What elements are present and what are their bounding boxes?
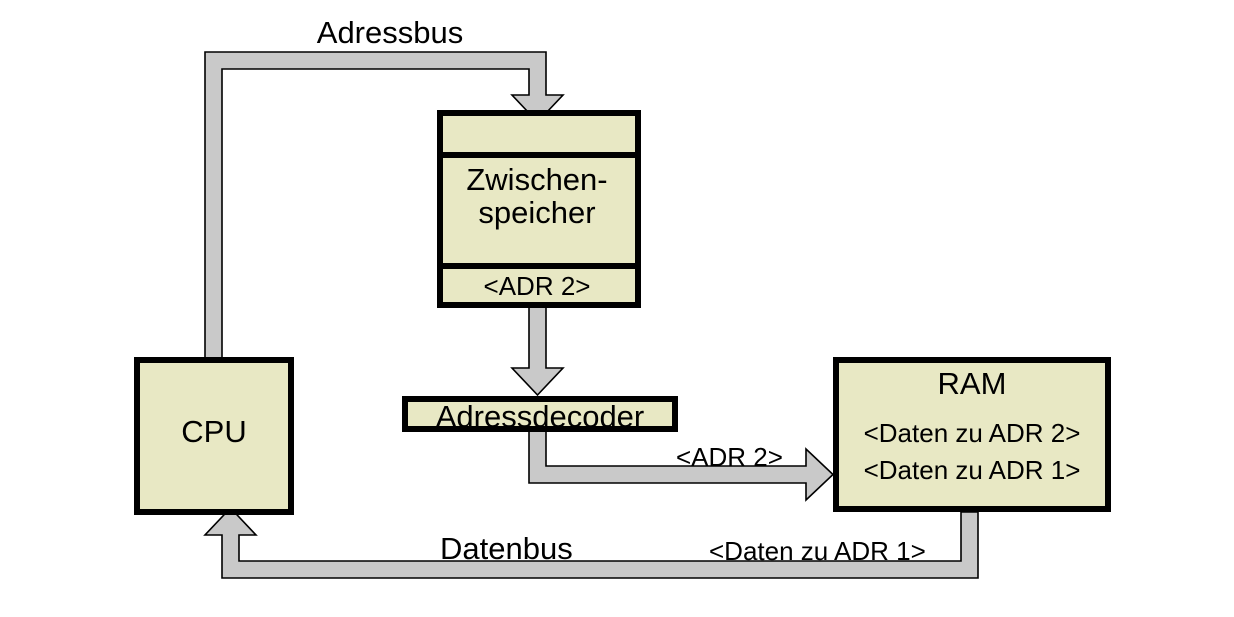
cpu-box[interactable] xyxy=(134,357,294,515)
ram-row-adr1-label: <Daten zu ADR 1> xyxy=(863,455,1081,485)
adressdecoder-box[interactable] xyxy=(402,396,678,432)
ram-title-label: RAM xyxy=(937,366,1007,401)
address-bus-path xyxy=(204,51,565,401)
address-bus-label: Adressbus xyxy=(316,15,464,50)
ram-row-adr2-label: <Daten zu ADR 2> xyxy=(863,418,1081,448)
data-bus-path xyxy=(203,506,979,579)
data-bus-label: Datenbus xyxy=(440,531,573,566)
ram-box[interactable] xyxy=(833,357,1111,512)
adressdecoder-to-ram-label: <ADR 2> xyxy=(676,442,783,472)
data-bus-annotation-label: <Daten zu ADR 1> xyxy=(709,536,926,566)
zwischenspeicher-address-label: <ADR 2> xyxy=(483,271,591,301)
zwischenspeicher-box[interactable] xyxy=(437,110,641,308)
adressdecoder-to-ram-arrow xyxy=(528,429,835,502)
zwischenspeicher-to-adressdecoder-arrow xyxy=(510,304,565,397)
zwischenspeicher-label: Zwischen- speicher xyxy=(466,162,608,231)
cpu-label: CPU xyxy=(181,414,247,449)
adressdecoder-label: Adressdecoder xyxy=(435,399,645,434)
